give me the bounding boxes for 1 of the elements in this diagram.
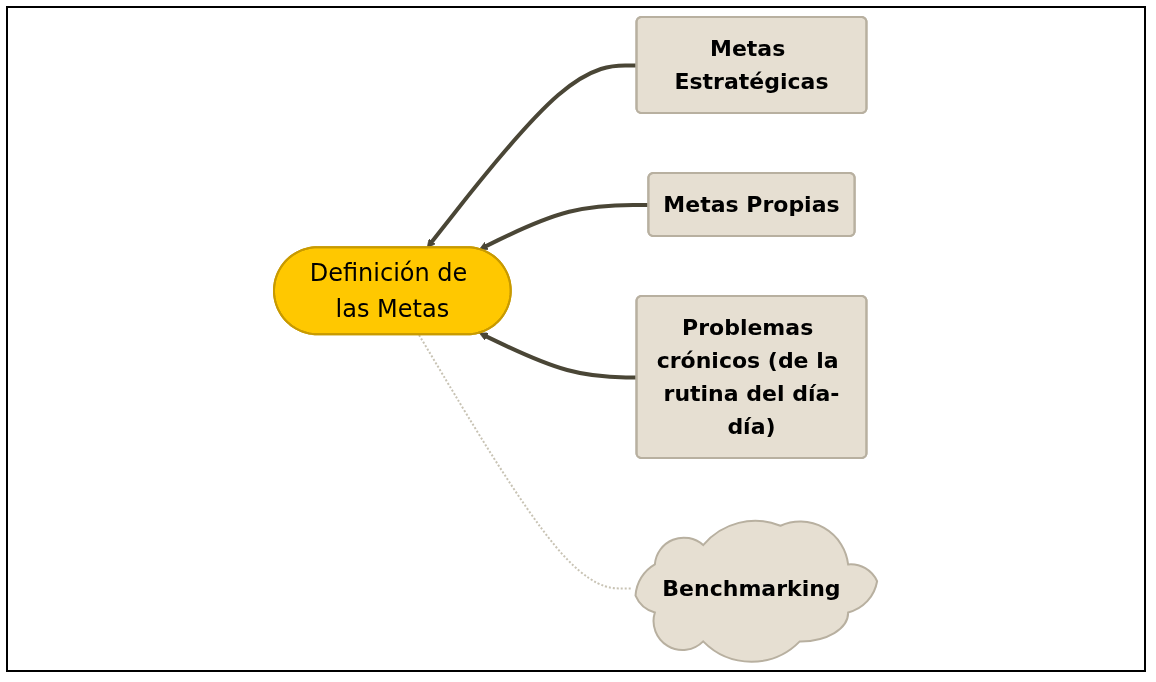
connector xyxy=(418,333,633,590)
